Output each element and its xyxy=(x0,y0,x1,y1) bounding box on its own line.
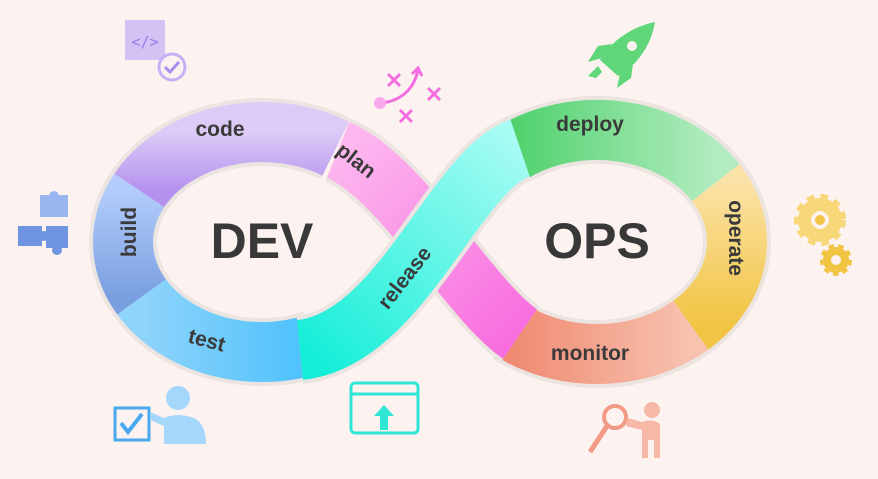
stage-operate-label: operate xyxy=(724,200,747,276)
stage-code-label: code xyxy=(195,118,244,141)
stage-deploy-label: deploy xyxy=(556,113,624,136)
code-icon: </> xyxy=(125,20,187,82)
svg-text:</>: </> xyxy=(131,33,158,51)
puzzle-icon xyxy=(18,191,68,255)
ops-title: OPS xyxy=(544,213,650,269)
stage-monitor-label: monitor xyxy=(551,342,629,365)
stage-build-segment xyxy=(93,173,167,315)
stage-build-label: build xyxy=(118,207,141,257)
gears-icon xyxy=(794,194,852,276)
testing-person-icon xyxy=(113,386,206,444)
stage-test-segment xyxy=(117,278,324,382)
stage-deploy-segment xyxy=(494,100,740,202)
stage-release-segment xyxy=(294,119,533,380)
loop-segments xyxy=(89,96,771,388)
rocket-icon xyxy=(588,22,655,88)
stage-operate-segment xyxy=(672,164,767,350)
stage-code-segment xyxy=(114,102,349,208)
plan-strategy-icon xyxy=(374,65,442,124)
stage-monitor-segment xyxy=(494,300,709,384)
monitoring-person-icon xyxy=(587,402,660,458)
dev-title: DEV xyxy=(211,213,314,269)
upload-browser-icon xyxy=(349,381,420,435)
